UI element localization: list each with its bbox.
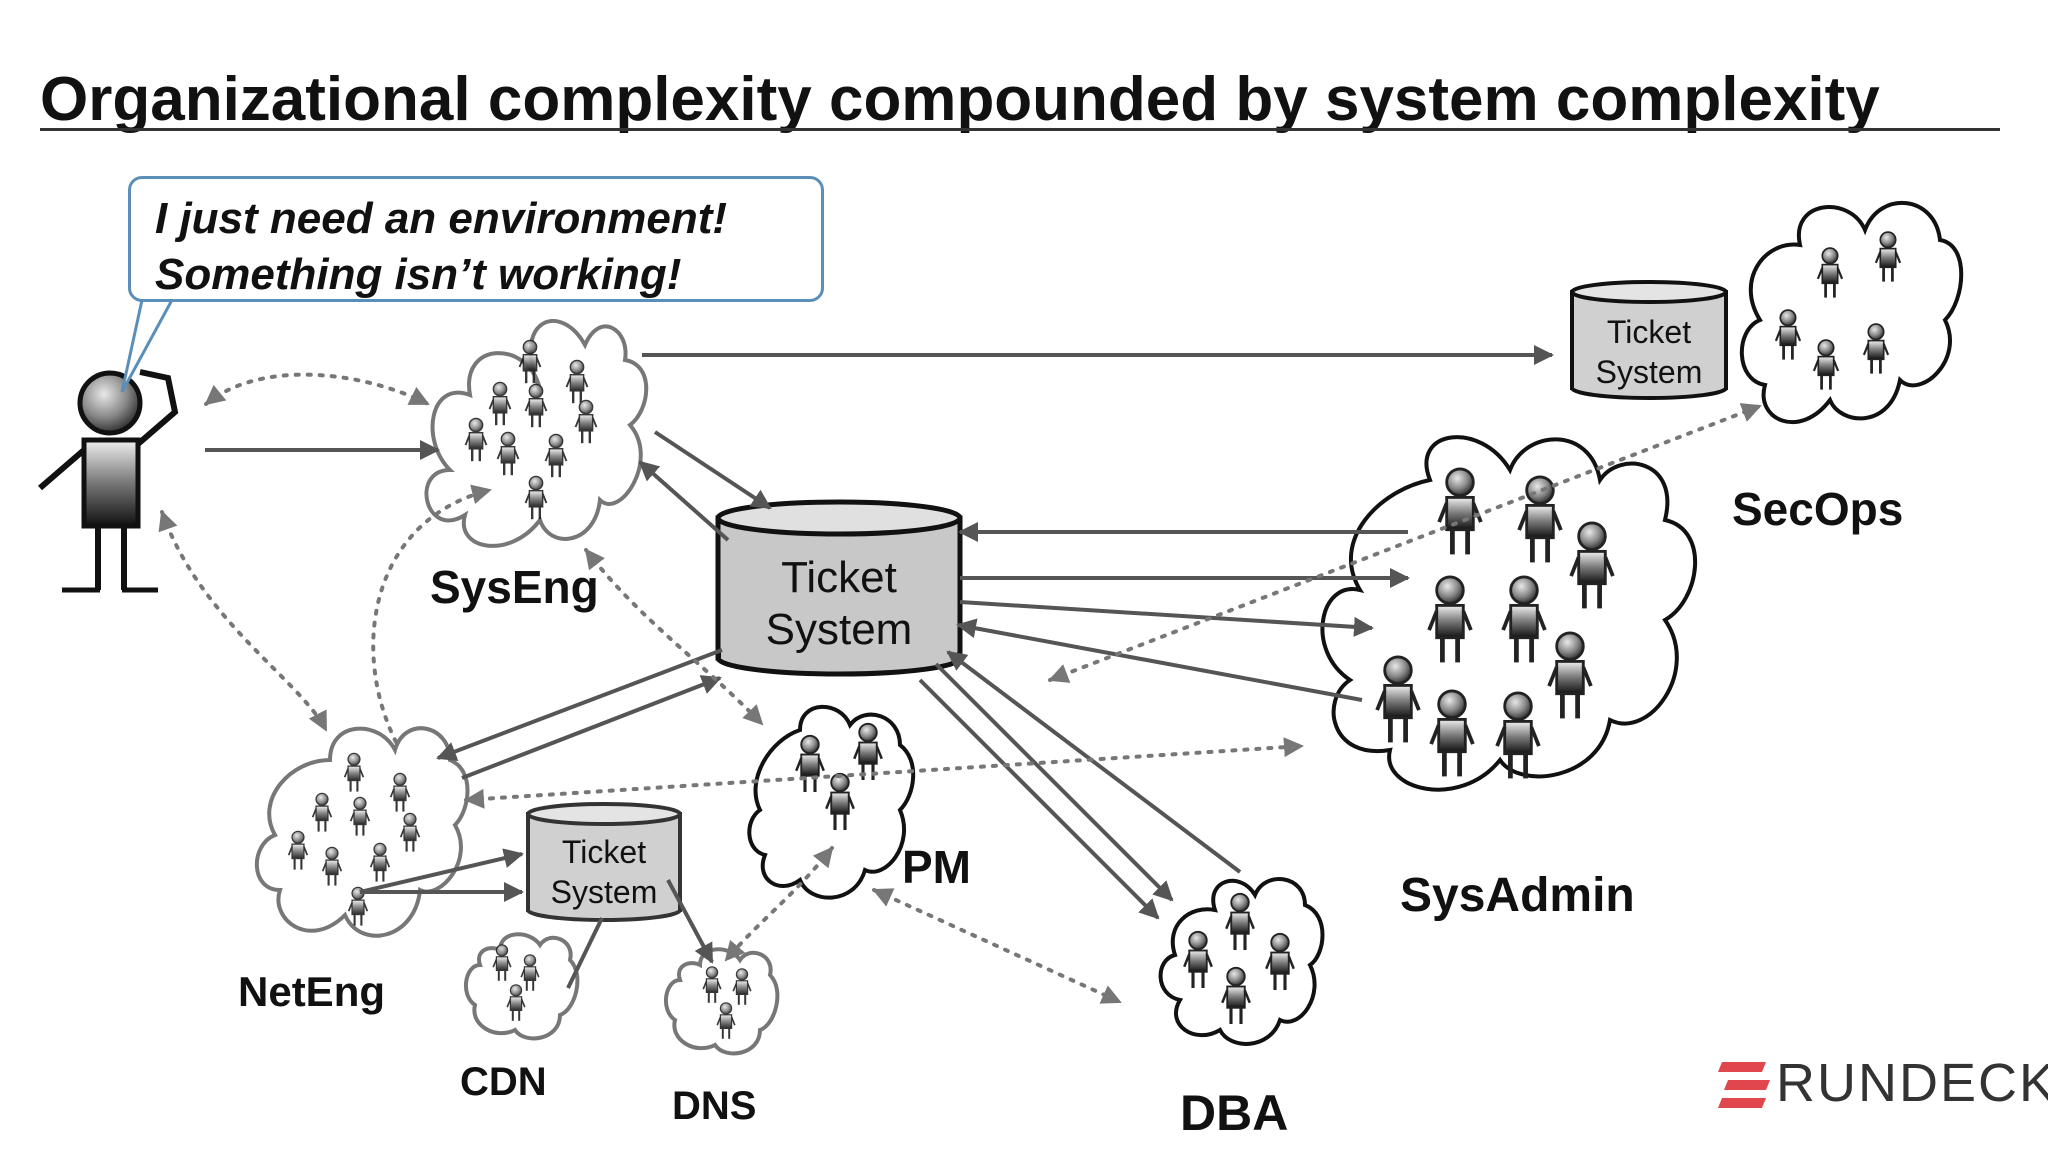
user-figure	[38, 369, 179, 593]
cloud-dns	[664, 947, 780, 1056]
ticket-label-secops-line1: Ticket	[1606, 314, 1692, 350]
dotted-neteng-sysadmin	[464, 737, 1304, 809]
label-dba: DBA	[1180, 1085, 1289, 1141]
speech-bubble: I just need an environment! Something is…	[128, 176, 824, 302]
ticket-label-neteng-line2: System	[550, 874, 658, 910]
line-neteng-ticket-to-cdn	[566, 917, 604, 989]
cloud-secops	[1739, 201, 1964, 425]
speech-line-2: Something isn’t working!	[155, 250, 682, 299]
label-secops: SecOps	[1732, 483, 1904, 535]
arrow-dba-to-ticket	[946, 650, 1242, 874]
ticket-label-central: Ticket System	[718, 552, 960, 656]
dotted-ticket-secops	[1048, 403, 1762, 683]
ticket-label-central-line1: Ticket	[781, 553, 897, 602]
arrow-syseng-to-ticket	[653, 430, 772, 510]
ticket-label-central-line2: System	[765, 605, 913, 654]
arrow-sysadmin-to-ticket-2	[956, 618, 1363, 702]
arrow-neteng-to-neteng-ticket-1	[359, 848, 524, 894]
title-underline	[40, 128, 2000, 131]
dotted-user-syseng	[204, 372, 430, 406]
rundeck-logo: RUNDECK	[1718, 1048, 2048, 1118]
ticket-system-neteng	[526, 802, 682, 922]
arrow-neteng-ticket-to-dns	[666, 879, 714, 964]
ticket-label-neteng: Ticket System	[528, 832, 680, 912]
arrow-ticket-to-sysadmin-2	[959, 600, 1374, 637]
dotted-syseng-pm	[584, 548, 764, 726]
label-pm: PM	[902, 841, 971, 893]
speech-line-1: I just need an environment!	[155, 194, 728, 243]
ticket-system-secops	[1570, 280, 1728, 400]
rundeck-logo-text: RUNDECK	[1776, 1053, 2048, 1113]
dotted-neteng-to-syseng	[371, 484, 492, 744]
arrow-ticket-to-neteng	[436, 648, 723, 761]
label-syseng: SysEng	[430, 561, 599, 613]
label-neteng: NetEng	[238, 968, 385, 1015]
arrow-ticket-to-syseng	[638, 460, 730, 542]
arrow-neteng-to-ticket	[461, 675, 722, 780]
rundeck-logo-icon	[1718, 1062, 1770, 1108]
dotted-pm-dba	[872, 888, 1122, 1004]
arrow-ticket-to-dba-2	[934, 662, 1174, 902]
page-title: Organizational complexity compounded by …	[40, 65, 1880, 134]
cloud-cdn	[464, 932, 580, 1041]
ticket-label-secops-line2: System	[1595, 354, 1703, 390]
dotted-user-neteng	[158, 510, 328, 732]
dotted-pm-dns	[724, 846, 834, 962]
label-sysadmin: SysAdmin	[1400, 869, 1635, 922]
ticket-label-secops: Ticket System	[1572, 312, 1726, 392]
cloud-neteng	[254, 726, 470, 938]
label-dns: DNS	[672, 1084, 757, 1128]
label-cdn: CDN	[460, 1060, 547, 1104]
cloud-dba	[1158, 877, 1325, 1046]
ticket-label-neteng-line1: Ticket	[561, 834, 647, 870]
speech-bubble-tail	[120, 299, 174, 393]
